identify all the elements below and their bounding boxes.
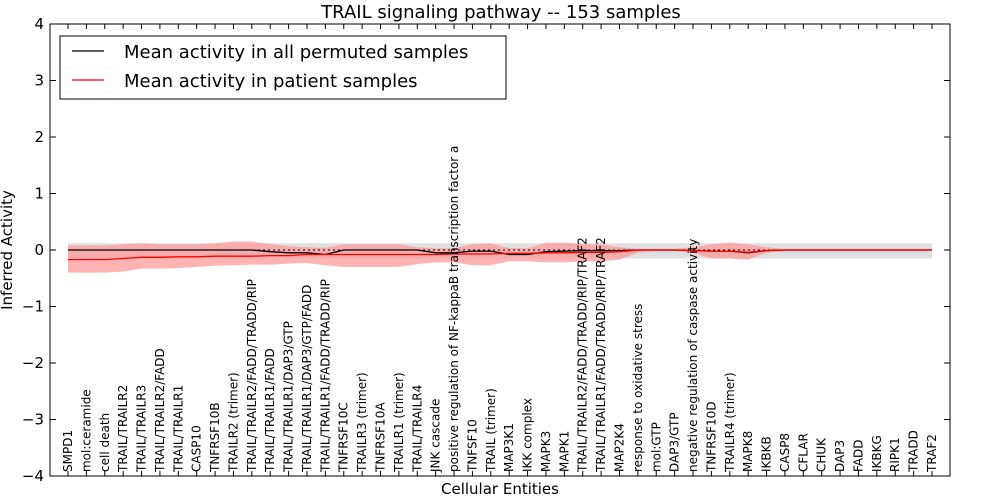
x-tick-label: TNFSF10: [465, 419, 479, 473]
x-tick-label: RIPK1: [888, 437, 902, 472]
legend-label-permuted: Mean activity in all permuted samples: [124, 42, 468, 63]
x-tick-label: negative regulation of caspase activity: [686, 239, 700, 472]
x-tick-label: TNFRSF10B: [208, 402, 222, 473]
y-tick-label: −2: [22, 354, 44, 372]
x-tick-label: TNFRSF10C: [337, 402, 351, 473]
legend: Mean activity in all permuted samples Me…: [59, 35, 507, 100]
series-1-band: [68, 241, 932, 273]
y-tick-label: 4: [34, 15, 44, 33]
x-tick-label: TRAIL/TRAILR1: [171, 385, 185, 473]
x-tick-label: TRAIL/TRAILR3: [135, 385, 149, 473]
y-tick-label: −1: [22, 298, 44, 316]
x-tick-label: FADD: [851, 440, 865, 473]
x-tick-label: TRAILR4 (trimer): [723, 372, 737, 473]
x-tick-label: TRAIL/TRAILR2/FADD/TRADD/RIP: [245, 279, 259, 473]
x-tick-label: TRAIL (trimer): [484, 388, 498, 473]
legend-label-patient: Mean activity in patient samples: [124, 71, 418, 92]
x-tick-label: IKK complex: [521, 398, 535, 472]
x-tick-label: TRADD: [907, 430, 921, 473]
x-tick-label: CASP10: [190, 425, 204, 472]
x-tick-label: TRAIL/TRAILR2: [116, 385, 130, 473]
x-tick-label: TRAIL/TRAILR1/FADD/TRADD/RIP/TRAF2: [594, 237, 608, 473]
x-tick-label: MAPK8: [741, 431, 755, 472]
x-tick-label: TRAF2: [925, 434, 939, 473]
x-tick-label: positive regulation of NF-kappaB transcr…: [447, 146, 461, 472]
x-tick-label: response to oxidative stress: [631, 304, 645, 472]
x-tick-label: IKBKG: [870, 435, 884, 472]
x-tick-label: DAP3: [833, 440, 847, 472]
legend-box: [59, 35, 507, 100]
x-tick-label: TRAIL/TRAILR1/DAP3/GTP/FADD: [300, 285, 314, 473]
x-tick-label: TRAILR1 (trimer): [392, 372, 406, 473]
x-tick-label: TRAIL/TRAILR1/FADD: [263, 348, 277, 473]
x-tick-label: CASP8: [778, 433, 792, 472]
y-tick-label: −3: [22, 411, 44, 429]
x-tick-label: MAPK1: [557, 431, 571, 472]
x-tick-label: TRAIL/TRAILR4: [410, 385, 424, 473]
y-tick-label: 1: [34, 185, 44, 203]
x-tick-label: CHUK: [815, 437, 829, 472]
y-axis-label: Inferred Activity: [0, 190, 16, 310]
x-tick-label: mol:GTP: [649, 422, 663, 472]
x-tick-label: CFLAR: [796, 433, 810, 472]
x-axis-label: Cellular Entities: [441, 480, 559, 498]
y-tick-label: 3: [34, 72, 44, 90]
plot-area: 4 3 2 1 0 −1 −2 −3 −4 SMPD1 mol:ceramide cell death…: [22, 15, 951, 485]
x-tick-label: TRAILR3 (trimer): [355, 372, 369, 473]
x-tick-label: MAP3K1: [502, 423, 516, 472]
y-tick-label: 0: [34, 241, 44, 259]
y-tick-label: −4: [22, 467, 44, 485]
x-tick-label: JNK cascade: [429, 399, 443, 473]
x-tick-label: TRAIL/TRAILR1/DAP3/GTP: [282, 321, 296, 473]
x-tick-label: mol:ceramide: [79, 389, 93, 472]
x-tick-label: TRAIL/TRAILR1/FADD/TRADD/RIP: [318, 279, 332, 473]
series-line-1: [68, 249, 932, 261]
x-tick-label: cell death: [98, 413, 112, 472]
x-tick-label: DAP3/GTP: [668, 412, 682, 472]
x-tick-label: TRAIL/TRAILR2/FADD/TRADD/RIP/TRAF2: [576, 237, 590, 473]
x-tick-label: IKBKB: [760, 436, 774, 472]
x-tick-label: TRAILR2 (trimer): [226, 372, 240, 473]
x-tick-label: TNFRSF10A: [374, 402, 388, 473]
chart-title: TRAIL signaling pathway -- 153 samples: [320, 2, 681, 23]
x-tick-label: TNFRSF10D: [704, 401, 718, 473]
y-tick-label: 2: [34, 128, 44, 146]
x-tick-label: SMPD1: [61, 430, 75, 472]
x-tick-label: MAPK3: [539, 431, 553, 472]
x-tick-label: TRAIL/TRAILR2/FADD: [153, 348, 167, 473]
x-tick-label: MAP2K4: [612, 423, 626, 472]
